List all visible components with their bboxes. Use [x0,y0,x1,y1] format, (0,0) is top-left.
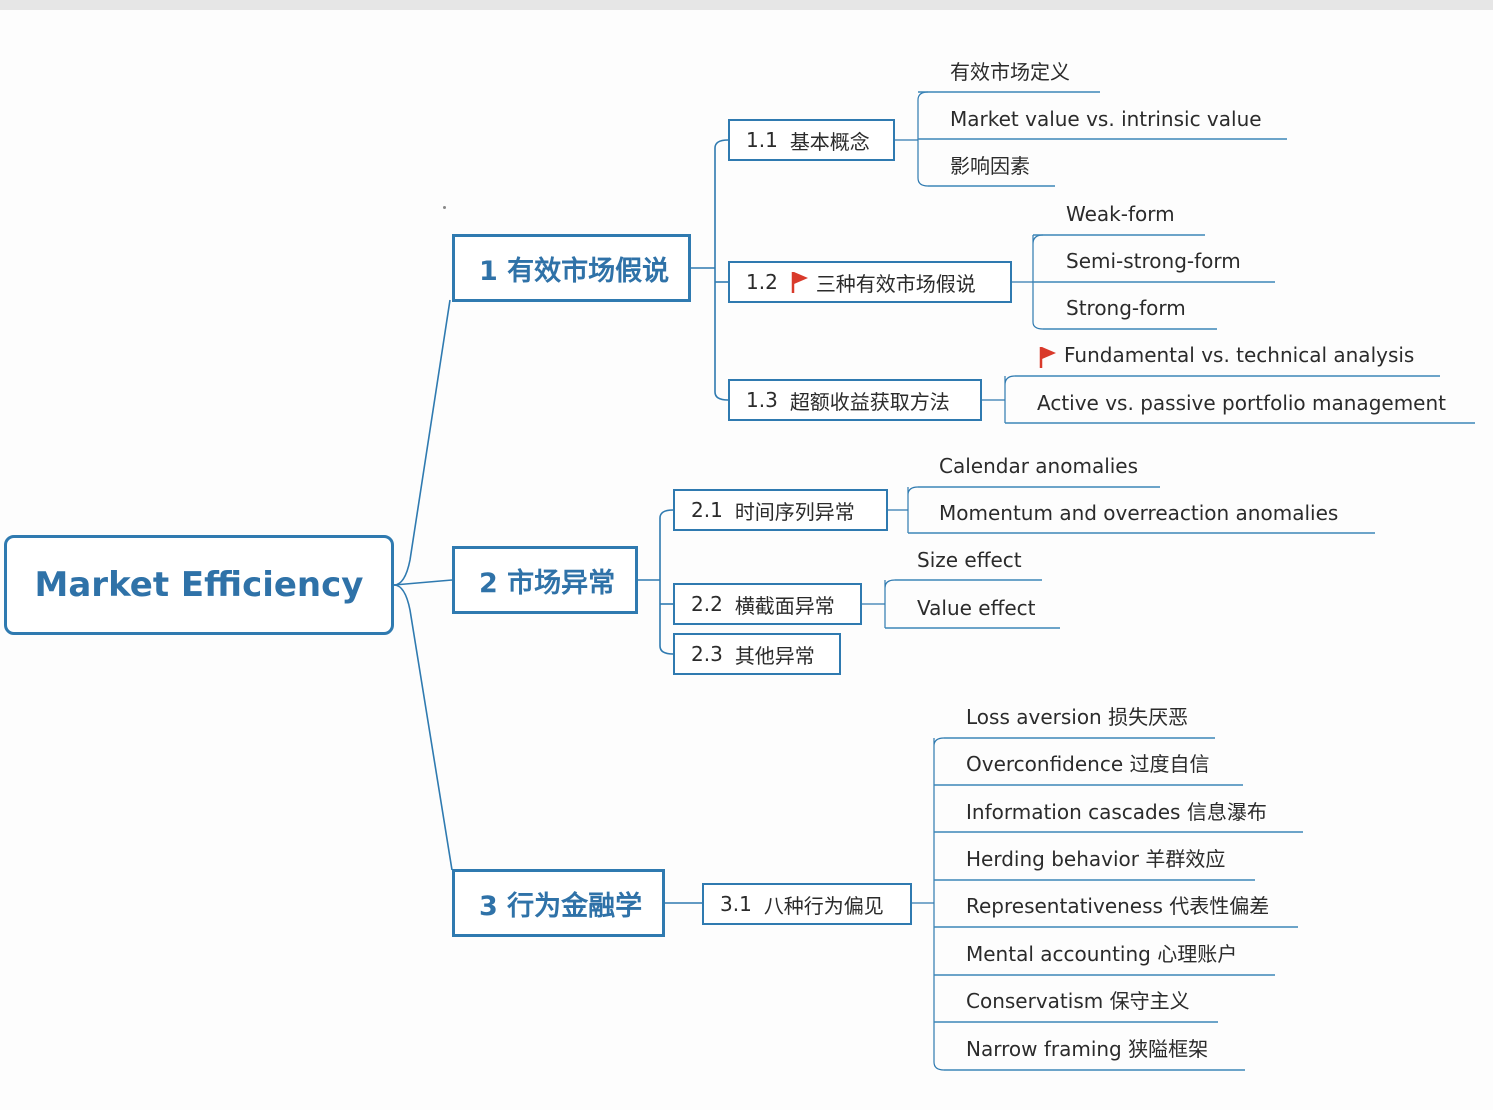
subtopic-label: 超额收益获取方法 [789,389,950,414]
leaf-node[interactable]: Conservatism 保守主义 [966,989,1190,1013]
subtopic-3-1[interactable]: 3.1 八种行为偏见 [702,883,912,925]
subtopic-label: 基本概念 [789,129,870,154]
root-topic[interactable]: Market Efficiency [4,535,394,635]
subtopic-number: 3.1 [720,892,752,916]
leaf-node[interactable]: Narrow framing 狭隘框架 [966,1037,1209,1061]
leaf-node[interactable]: Value effect [917,596,1036,620]
leaf-node[interactable]: Size effect [917,548,1022,572]
red-flag-icon [1038,345,1058,369]
leaf-node[interactable]: Information cascades 信息瀑布 [966,800,1267,824]
leaf-node[interactable]: 有效市场定义 [950,60,1070,84]
leaf-node[interactable]: Herding behavior 羊群效应 [966,847,1226,871]
subtopic-number: 1.1 [746,128,778,152]
subtopic-number: 2.3 [691,642,723,666]
leaf-node[interactable]: Fundamental vs. technical analysis [1038,340,1414,370]
leaf-node[interactable]: Market value vs. intrinsic value [950,107,1262,131]
subtopic-number: 1.3 [746,388,778,412]
subtopic-label: 横截面异常 [734,593,835,618]
leaf-node[interactable]: Momentum and overreaction anomalies [939,501,1339,525]
leaf-node[interactable]: Strong-form [1066,296,1186,320]
subtopic-1-2[interactable]: 1.2 三种有效市场假说 [728,261,1012,303]
subtopic-2-2[interactable]: 2.2 横截面异常 [673,583,862,625]
stray-dot [443,206,446,209]
leaf-node[interactable]: Representativeness 代表性偏差 [966,894,1270,918]
subtopic-label: 八种行为偏见 [763,893,884,918]
subtopic-2-1[interactable]: 2.1 时间序列异常 [673,489,888,531]
leaf-label: Fundamental vs. technical analysis [1064,343,1415,367]
subtopic-2-3[interactable]: 2.3 其他异常 [673,633,841,675]
subtopic-label: 其他异常 [734,643,815,668]
leaf-node[interactable]: 影响因素 [950,154,1030,178]
leaf-node[interactable]: Mental accounting 心理账户 [966,942,1238,966]
window-top-bar [0,0,1493,10]
leaf-node[interactable]: Semi-strong-form [1066,249,1241,273]
topic-market-anomalies[interactable]: 2 市场异常 [452,546,638,614]
subtopic-label: 三种有效市场假说 [815,271,976,296]
red-flag-icon [790,270,810,294]
topic-behavioral-finance[interactable]: 3 行为金融学 [452,869,665,937]
subtopic-1-3[interactable]: 1.3 超额收益获取方法 [728,379,982,421]
leaf-node[interactable]: Calendar anomalies [939,454,1139,478]
subtopic-number: 2.1 [691,498,723,522]
topic-efficient-market-hypothesis[interactable]: 1 有效市场假说 [452,234,691,302]
leaf-node[interactable]: Active vs. passive portfolio management [1037,391,1446,415]
leaf-node[interactable]: Loss aversion 损失厌恶 [966,705,1189,729]
subtopic-number: 1.2 [746,270,778,294]
leaf-node[interactable]: Overconfidence 过度自信 [966,752,1210,776]
subtopic-number: 2.2 [691,592,723,616]
leaf-node[interactable]: Weak-form [1066,202,1175,226]
subtopic-1-1[interactable]: 1.1 基本概念 [728,119,895,161]
subtopic-label: 时间序列异常 [734,499,855,524]
